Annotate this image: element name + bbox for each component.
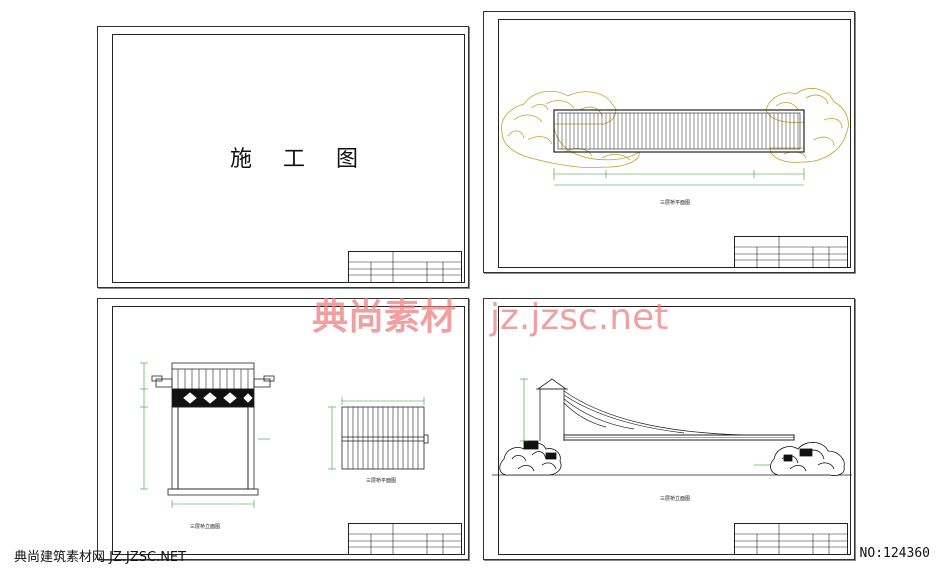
gate-slats (177, 369, 249, 389)
sheet-border (112, 306, 465, 555)
deck-dimensions (328, 397, 425, 470)
footer-site-name: 典尚建筑素材网 JZ.JZSC.NET (14, 550, 187, 565)
gate-and-deck-drawing (140, 362, 429, 508)
deck-planks (561, 113, 799, 149)
plan-caption: 三层桥平面图 (660, 200, 691, 206)
deck-caption: 三层桥平面图 (366, 478, 397, 484)
footer-number: NO:124360 (859, 546, 930, 561)
title-block-grid (349, 252, 461, 282)
watermark: 典尚素材 jz.jzsc.net (312, 288, 668, 340)
sheet-border (498, 306, 851, 555)
gate-dimensions (140, 362, 270, 508)
title-block-grid (735, 524, 847, 554)
elevation-dimensions (520, 378, 770, 466)
rock-left (501, 90, 640, 168)
sheet-border (498, 19, 851, 268)
title-block (734, 523, 848, 555)
title-block (348, 251, 462, 283)
dimension-line (553, 168, 805, 186)
sheet-plan: 三层桥平面图 (483, 11, 855, 273)
bridge-plan-drawing (501, 88, 849, 186)
gate-caption: 三层桥立面图 (190, 524, 221, 530)
sheet-cover: 施 工 图 (97, 26, 469, 288)
gate-post (536, 378, 568, 441)
title-block (734, 236, 848, 268)
watermark-url: jz.jzsc.net (490, 297, 669, 338)
elevation-caption: 三层桥立面图 (660, 496, 691, 502)
bridge-deck-elevation (563, 434, 795, 441)
suspension-cables (563, 390, 747, 436)
sheet-border (112, 34, 465, 283)
rocks-left (499, 440, 562, 476)
title-block-grid (349, 524, 461, 554)
deck-detail (341, 406, 429, 470)
bridge-elevation-drawing (492, 378, 852, 476)
rock-right (765, 88, 849, 163)
deck-detail-slats (347, 407, 419, 469)
watermark-brand: 典尚素材 (312, 297, 457, 338)
cover-title: 施 工 图 (230, 147, 370, 172)
gate-diamonds (183, 392, 253, 404)
rocks-right (770, 442, 845, 476)
title-block (348, 523, 462, 555)
title-block-grid (735, 237, 847, 267)
sheet-detail: 三层桥立面图 三层桥平面图 (97, 298, 469, 560)
sheet-elevation: 三层桥立面图 (483, 298, 855, 560)
bridge-deck (553, 109, 805, 153)
